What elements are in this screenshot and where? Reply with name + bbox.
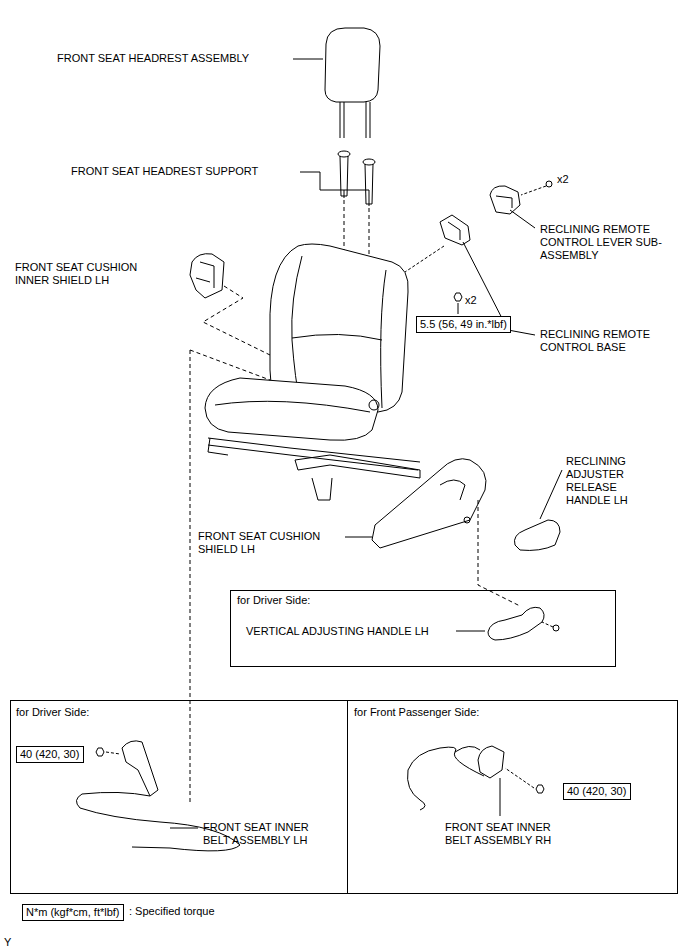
- drawing-stroke: [464, 517, 470, 523]
- part-name: RECLINING REMOTE CONTROL BASE: [540, 328, 672, 354]
- drawing-stroke: [455, 746, 480, 752]
- drawing-stroke: [440, 215, 470, 245]
- headrest: [293, 28, 380, 138]
- drawing-stroke: [456, 631, 485, 632]
- panel-heading: for Driver Side:: [237, 594, 310, 607]
- release-handle: [514, 470, 562, 550]
- drawing-stroke: [505, 768, 534, 788]
- drawing-stroke: [521, 186, 546, 195]
- drawing-stroke: [293, 59, 323, 60]
- drawing-stroke: [205, 378, 378, 440]
- drawing-stroke: [500, 778, 501, 816]
- drawing-stroke: [440, 480, 465, 500]
- part-name: FRONT SEAT CUSHION SHIELD LH: [198, 530, 333, 556]
- part-name: FRONT SEAT CUSHION INNER SHIELD LH: [15, 261, 165, 287]
- drawing-stroke: [196, 262, 214, 288]
- belt-rh: [408, 746, 545, 816]
- drawing-stroke: [490, 186, 520, 214]
- drawing-stroke: [405, 246, 444, 272]
- drawing-stroke: [546, 181, 552, 187]
- drawing-stroke: [369, 400, 379, 410]
- part-name: RECLINING REMOTE CONTROL LEVER SUB-ASSEM…: [540, 223, 682, 262]
- drawing-stroke: [345, 537, 372, 538]
- torque-value: N*m (kgf*cm, ft*lbf): [26, 906, 120, 919]
- drawing-stroke: [536, 785, 544, 793]
- figure-code: Y: [4, 936, 11, 949]
- torque-box: N*m (kgf*cm, ft*lbf): [22, 904, 124, 921]
- drawing-stroke: [408, 747, 485, 810]
- drawing-stroke: [340, 102, 370, 138]
- drawing-stroke: [96, 748, 104, 756]
- variant-panel: for Driver Side: FRONT SEAT INNER BELT AS…: [10, 700, 348, 894]
- drawing-stroke: [170, 828, 198, 829]
- drawing-stroke: [553, 625, 559, 631]
- drawing-stroke: [325, 28, 380, 102]
- variant-panel: for Front Passenger Side: FRONT SEAT INNE…: [347, 700, 678, 894]
- torque-value: 40 (420, 30): [567, 785, 626, 798]
- torque-value: 40 (420, 30): [20, 748, 79, 761]
- drawing-stroke: [300, 172, 369, 206]
- drawing-stroke: [190, 350, 270, 805]
- quantity-mark: x2: [557, 173, 569, 186]
- cushion-inner-shield: [190, 254, 270, 355]
- variant-panel: for Driver Side: VERTICAL ADJUSTING HANDL…: [230, 590, 616, 667]
- drawing-stroke: [312, 478, 332, 500]
- part-name: FRONT SEAT HEADREST ASSEMBLY: [57, 52, 249, 65]
- drawing-stroke: [514, 520, 560, 550]
- drawing-stroke: [448, 222, 460, 240]
- cushion-shield: [345, 459, 520, 606]
- drawing-stroke: [372, 459, 486, 548]
- drawing-stroke: [215, 401, 370, 412]
- drawing-stroke: [540, 470, 562, 519]
- part-name: VERTICAL ADJUSTING HANDLE LH: [246, 625, 429, 638]
- torque-box: 40 (420, 30): [16, 746, 84, 763]
- seat-body: [205, 244, 420, 500]
- part-name: : Specified torque: [129, 905, 215, 918]
- part-name: FRONT SEAT INNER BELT ASSEMBLY RH: [445, 821, 575, 847]
- torque-box: 5.5 (56, 49 in.*lbf): [416, 316, 511, 333]
- drawing-stroke: [295, 455, 420, 478]
- part-name: FRONT SEAT HEADREST SUPPORT: [71, 165, 258, 178]
- drawing-stroke: [542, 622, 553, 627]
- part-name: FRONT SEAT INNER BELT ASSEMBLY LH: [203, 821, 333, 847]
- panel-heading: for Front Passenger Side:: [354, 706, 479, 719]
- torque-value: 5.5 (56, 49 in.*lbf): [420, 318, 507, 331]
- drawing-stroke: [106, 752, 120, 754]
- drawing-stroke: [478, 746, 504, 778]
- panel-heading: for Driver Side:: [16, 706, 89, 719]
- drawing-stroke: [454, 293, 462, 301]
- drawing-stroke: [510, 210, 535, 228]
- quantity-mark: x2: [465, 294, 477, 307]
- drawing-stroke: [458, 303, 459, 314]
- reclining-parts: [405, 181, 552, 335]
- drawing-stroke: [190, 254, 224, 298]
- torque-box: 40 (420, 30): [563, 783, 631, 800]
- vertical-handle: [456, 607, 559, 640]
- part-name: RECLINING ADJUSTER RELEASE HANDLE LH: [566, 455, 646, 507]
- drawing-stroke: [122, 741, 158, 796]
- drawing-stroke: [488, 607, 544, 640]
- drawing-stroke: [496, 196, 512, 208]
- drawing-stroke: [203, 286, 270, 355]
